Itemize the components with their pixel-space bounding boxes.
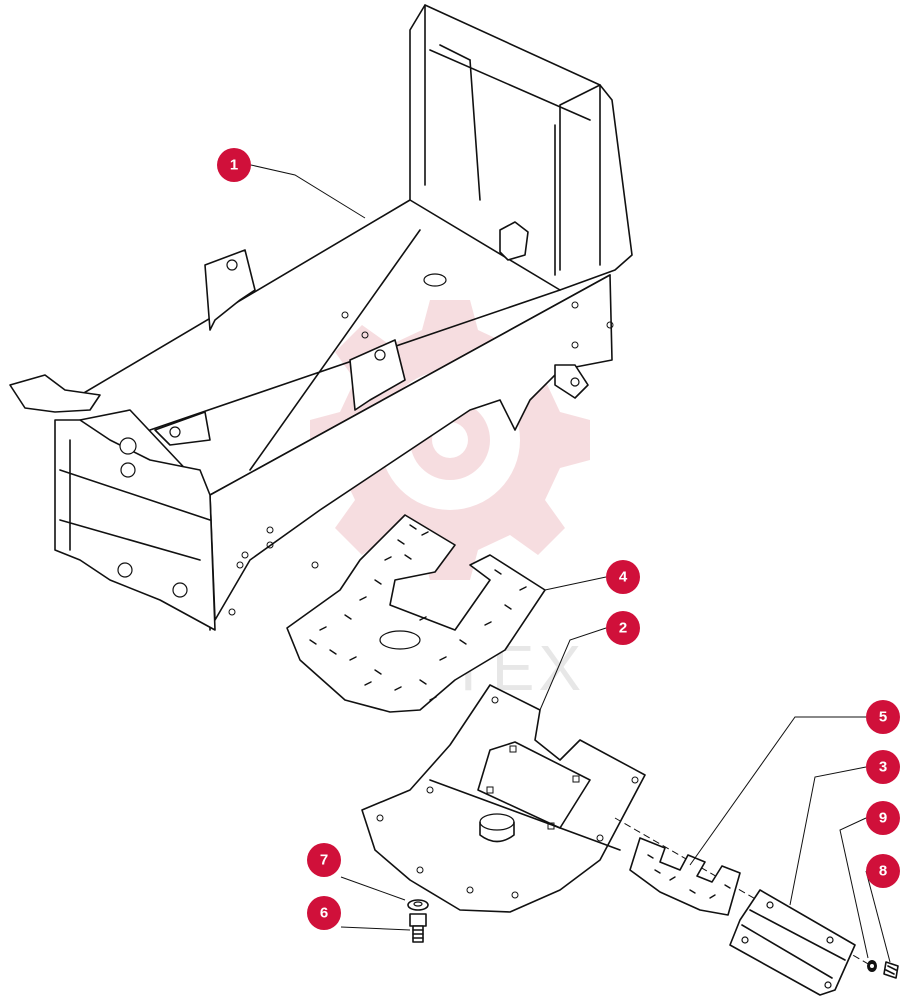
callout-2-label: 2 [619,620,627,637]
callout-8-label: 8 [879,863,887,880]
callout-3-label: 3 [879,759,887,776]
leader-lines [250,164,891,963]
floor-mat [286,514,546,713]
callout-1: 1 [217,148,251,182]
callout-8: 8 [866,854,900,888]
small-mat [629,837,741,916]
callout-3: 3 [866,750,900,784]
main-frame [9,4,633,631]
bolt-6 [409,913,427,943]
callout-4: 4 [606,560,640,594]
mat-texture [309,524,527,701]
callout-2: 2 [606,611,640,645]
callout-9-label: 9 [879,810,887,827]
callout-7-label: 7 [320,852,328,869]
cover-housing [729,889,856,996]
callout-9: 9 [866,801,900,835]
callout-7: 7 [307,843,341,877]
callout-6: 6 [307,896,341,930]
callout-1-label: 1 [230,157,238,174]
washer-7 [407,899,429,911]
callout-4-label: 4 [619,569,628,586]
callout-6-label: 6 [320,905,328,922]
floor-plate [361,684,871,966]
callout-5: 5 [866,700,900,734]
callout-5-label: 5 [879,709,887,726]
screw-8 [883,961,899,979]
washer-9 [867,960,877,972]
